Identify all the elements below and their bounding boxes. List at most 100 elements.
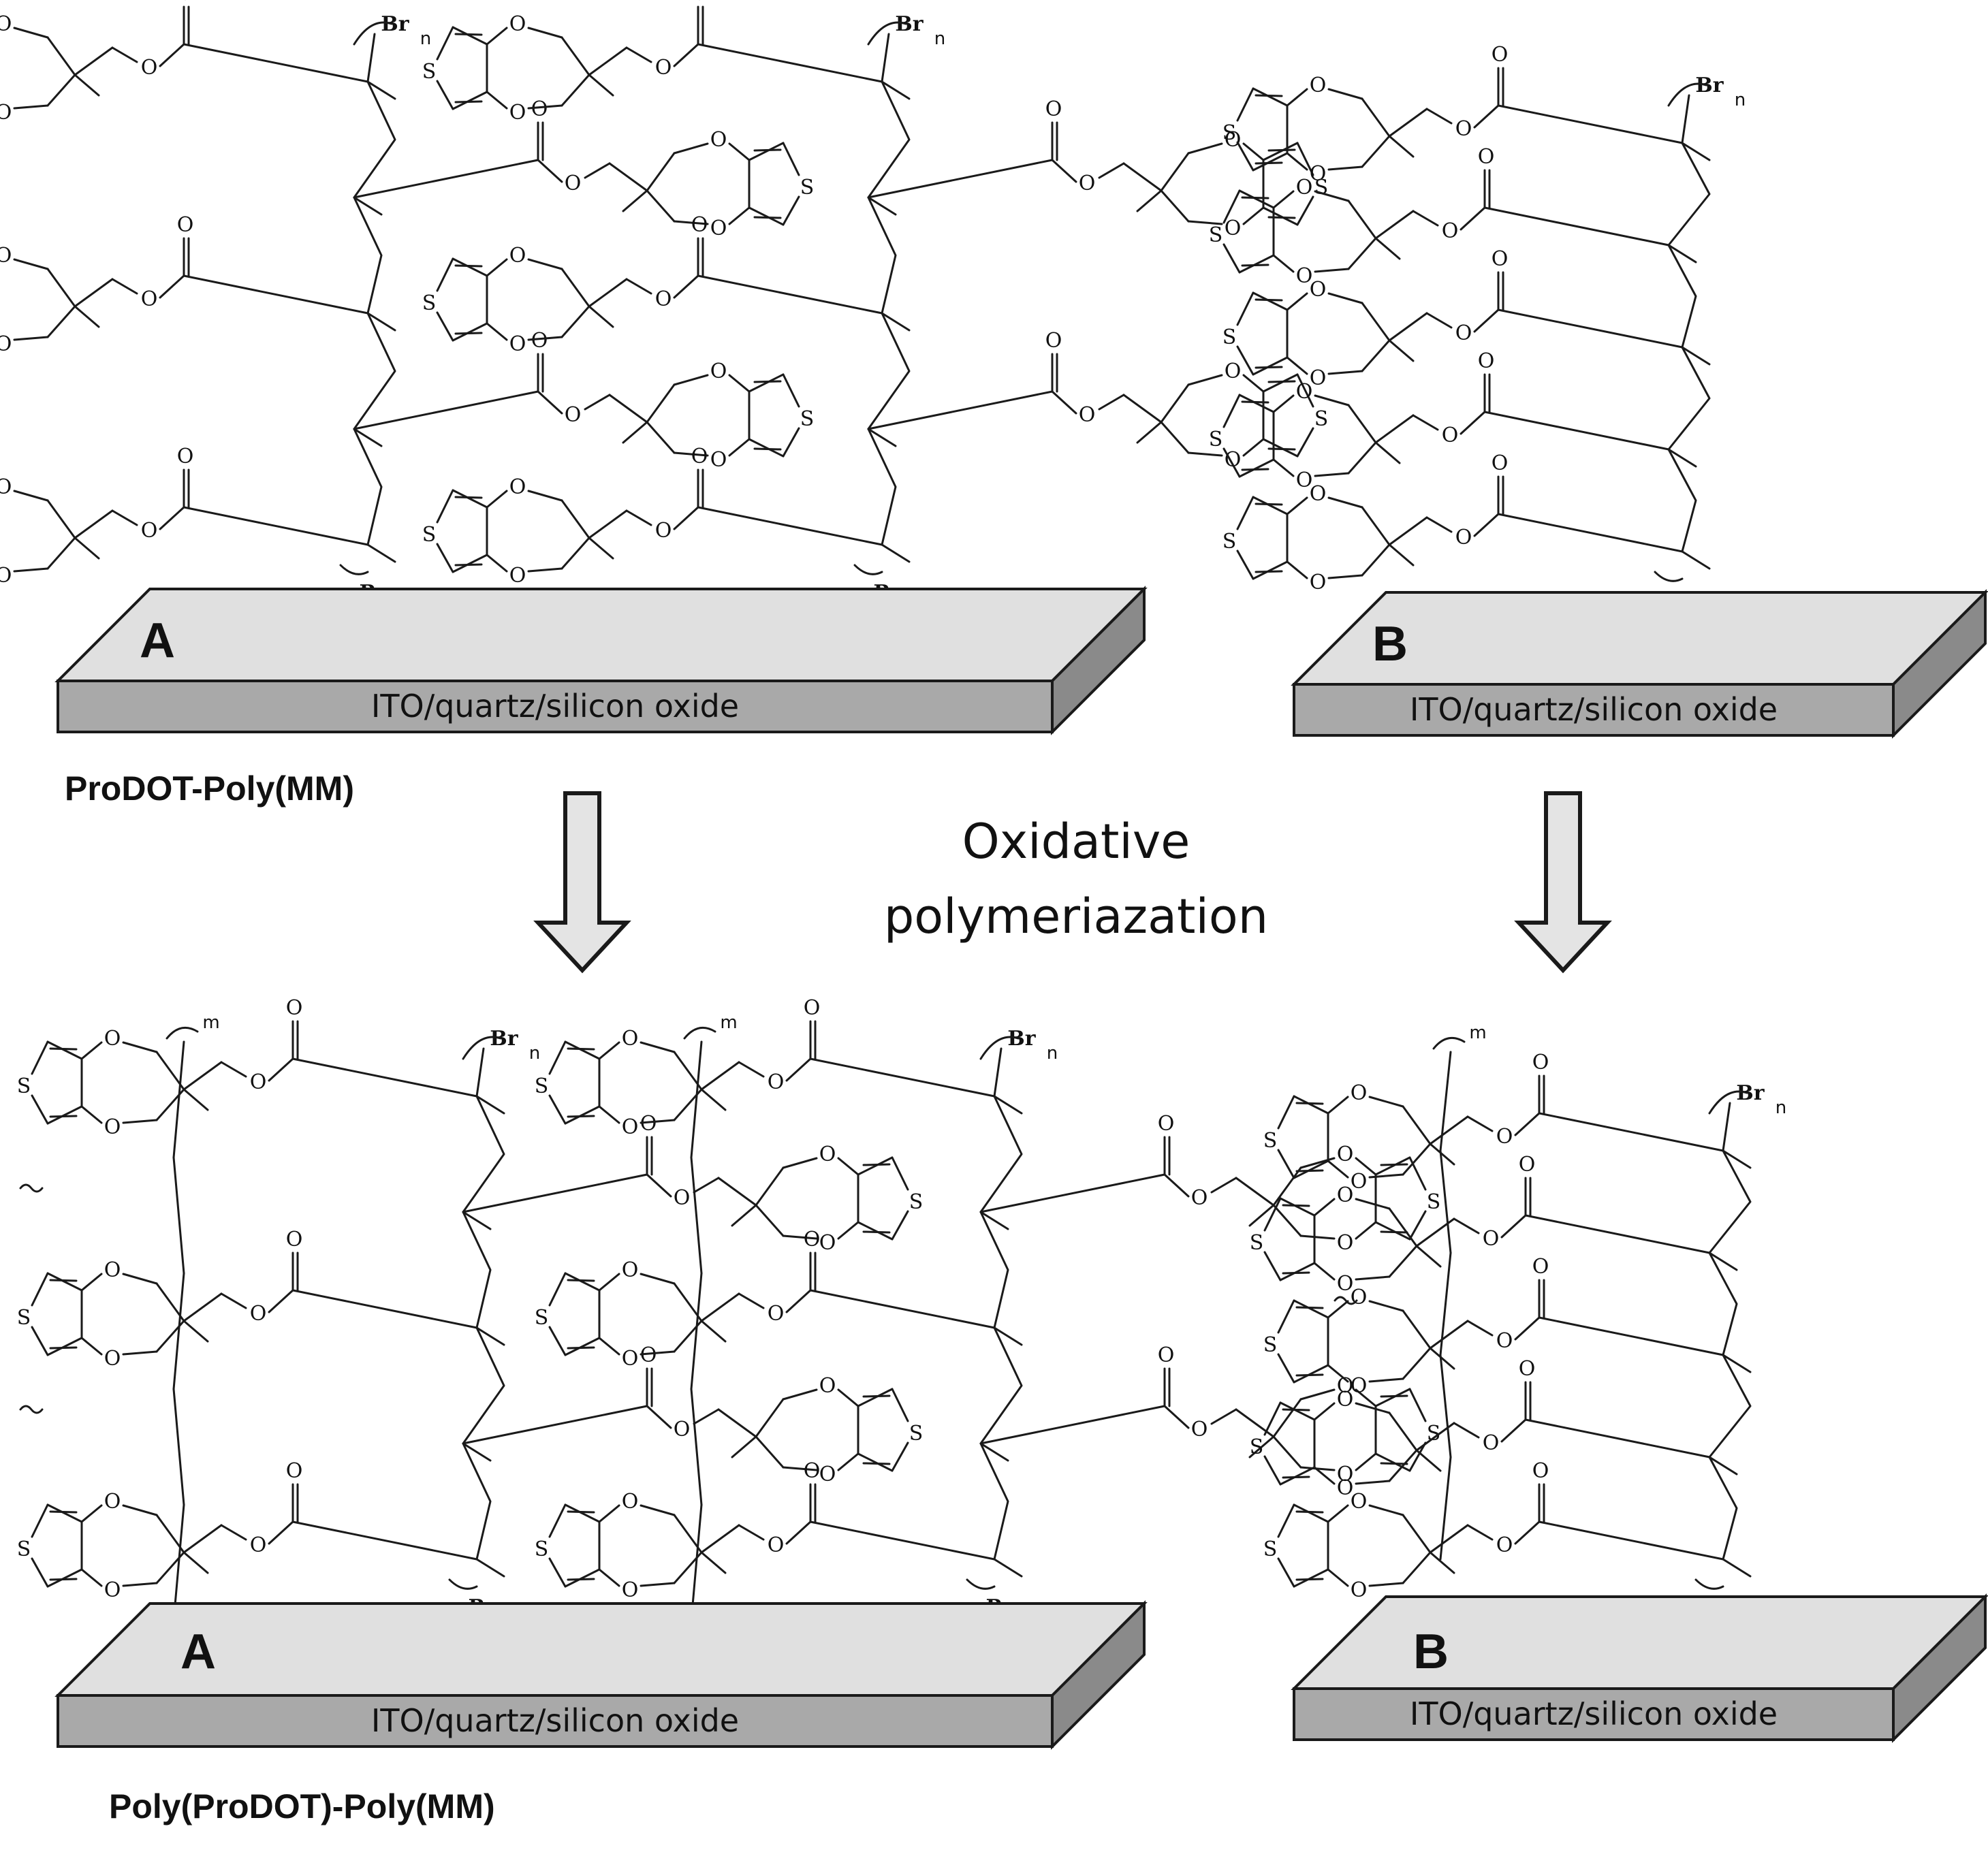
bromine-end-group: Br	[490, 1027, 518, 1051]
bond	[561, 36, 590, 76]
repeat-bracket	[165, 1026, 199, 1040]
bond	[993, 1095, 1023, 1115]
bond	[122, 1350, 158, 1356]
bond	[728, 438, 751, 457]
substrate-side-face	[1892, 1593, 1987, 1743]
bond	[1222, 447, 1241, 478]
bond	[837, 1157, 859, 1176]
bond	[436, 26, 454, 61]
bond	[1327, 292, 1363, 304]
oxygen-atom: O	[250, 1533, 267, 1557]
bond	[891, 1156, 909, 1191]
bond	[80, 1273, 103, 1292]
bond	[46, 1337, 83, 1356]
carbonyl-oxygen: O	[1492, 247, 1509, 271]
bond	[1355, 1221, 1377, 1240]
substrate-front-face	[1293, 683, 1895, 737]
bond	[1327, 1096, 1349, 1115]
panel-letter: A	[180, 1625, 216, 1679]
oxygen-atom: O	[104, 1347, 121, 1371]
prodot-unit: OOS	[1122, 128, 1328, 240]
bond	[13, 27, 49, 39]
bond	[74, 278, 114, 308]
bond	[1286, 88, 1308, 107]
bond	[1667, 142, 1711, 246]
bond	[717, 1177, 757, 1207]
carbonyl-oxygen: O	[1532, 1459, 1549, 1483]
bond	[646, 383, 676, 424]
bond	[862, 1462, 891, 1465]
bond	[1466, 1115, 1494, 1132]
bond	[1453, 1422, 1480, 1439]
bond	[809, 1289, 996, 1329]
bond	[1681, 94, 1690, 144]
bond	[1388, 1245, 1418, 1278]
bond	[1163, 1173, 1190, 1198]
bond	[1500, 1214, 1527, 1239]
bond	[1295, 1102, 1324, 1105]
bond	[548, 1326, 567, 1356]
oxygen-atom: O	[1351, 1490, 1368, 1514]
bond	[1327, 1504, 1349, 1523]
bond	[1388, 135, 1415, 158]
oxygen-atom: O	[1483, 1227, 1500, 1251]
repeat-bracket	[966, 1578, 996, 1590]
oxygen-atom: O	[655, 287, 672, 311]
bond	[13, 490, 49, 502]
bond	[1314, 472, 1350, 477]
bond	[1286, 152, 1308, 171]
oxygen-atom: O	[1496, 1125, 1513, 1149]
bond	[1497, 513, 1684, 553]
bond	[979, 1442, 1009, 1561]
bond	[1286, 560, 1308, 579]
bond	[1293, 1568, 1329, 1588]
bond	[1466, 1320, 1494, 1337]
carbonyl-oxygen: O	[804, 1459, 821, 1483]
bond	[755, 1166, 785, 1207]
oxygen-atom: O	[1351, 1374, 1368, 1398]
bond	[74, 46, 114, 76]
prodot-unit: OOS	[1263, 1490, 1469, 1602]
bond	[1286, 356, 1308, 375]
oxygen-atom: O	[104, 1578, 121, 1602]
sulfur-atom: S	[1222, 325, 1237, 349]
bond	[527, 336, 563, 341]
bond	[1368, 1096, 1404, 1108]
bond	[1681, 550, 1711, 570]
carbonyl-oxygen: O	[1492, 43, 1509, 67]
bond	[673, 142, 709, 155]
repeat-index-m: m	[720, 1012, 737, 1033]
bond	[122, 1041, 158, 1053]
bond	[1538, 1316, 1724, 1356]
bond	[598, 1105, 620, 1124]
bond	[454, 100, 483, 103]
oxygen-atom: O	[250, 1302, 267, 1326]
oxygen-atom: O	[1310, 278, 1327, 302]
oxygen-atom: O	[1310, 74, 1327, 97]
bond	[183, 1292, 223, 1322]
substrate-side-face	[1051, 586, 1146, 735]
bond	[436, 489, 454, 524]
bond	[738, 1292, 765, 1309]
bond	[1408, 1388, 1427, 1422]
bond	[1255, 503, 1283, 506]
oxygen-atom: O	[565, 172, 582, 195]
bond	[1327, 88, 1363, 100]
bond	[1160, 383, 1190, 424]
bond	[1295, 1306, 1324, 1309]
oxygen-atom: O	[565, 403, 582, 427]
brush-a2-after: OOOOOOOOOOBrnR	[738, 996, 1237, 1670]
bond	[353, 196, 383, 315]
bond	[837, 1452, 859, 1471]
bond	[1122, 162, 1163, 192]
oxygen-atom: O	[622, 1490, 639, 1514]
bond	[1327, 496, 1363, 509]
bond	[567, 1279, 595, 1282]
bond	[1235, 1177, 1275, 1207]
bond	[1272, 254, 1295, 273]
oxygen-atom: O	[509, 12, 526, 36]
bond	[1327, 1300, 1349, 1319]
bond	[1327, 1568, 1349, 1587]
bond	[1242, 142, 1265, 161]
bond	[527, 258, 563, 270]
